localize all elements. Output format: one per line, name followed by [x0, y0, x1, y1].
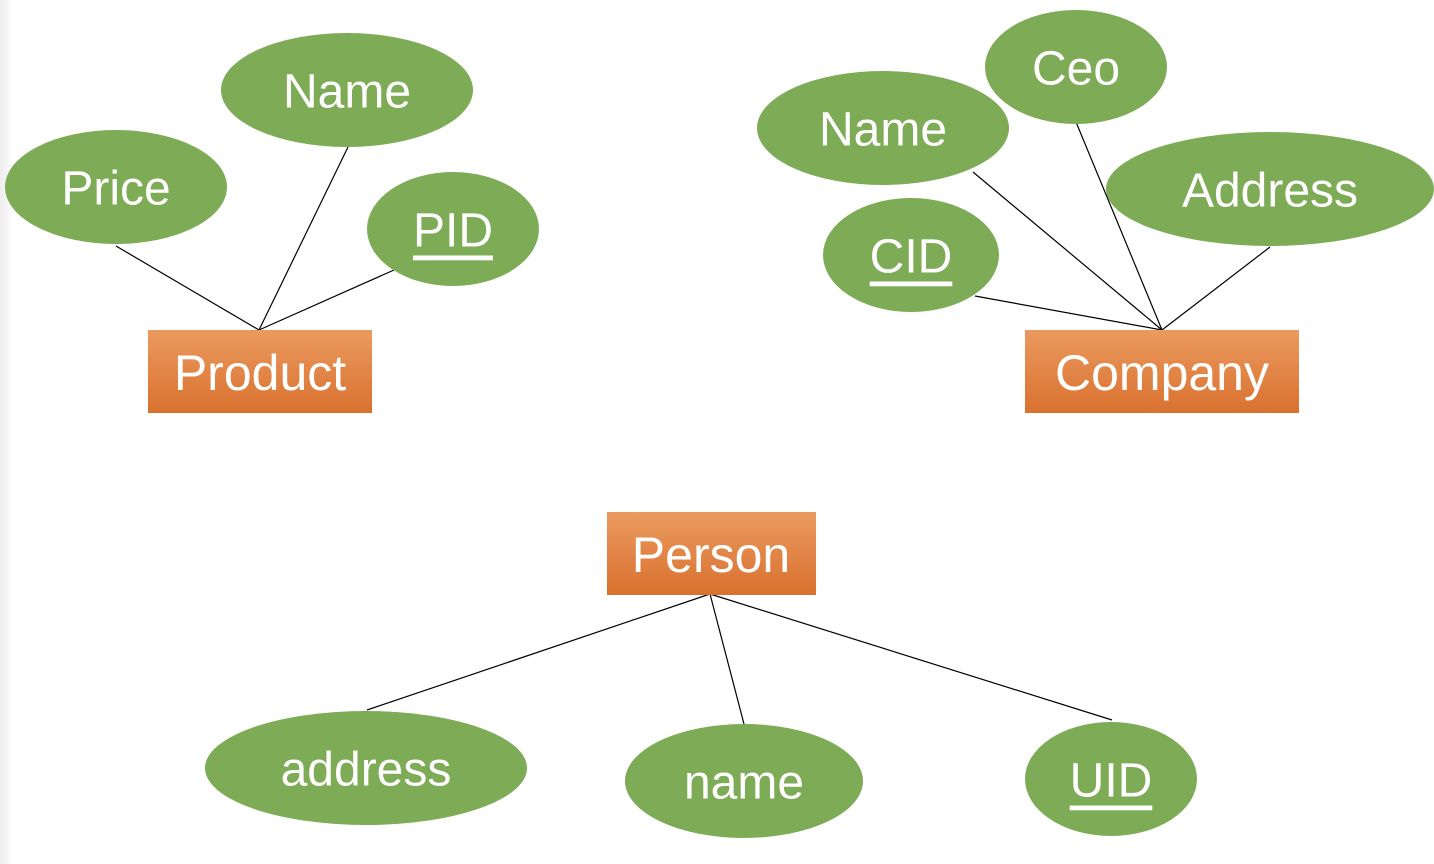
connector-company-ceo	[1075, 121, 1163, 331]
entity-company: Company	[1025, 330, 1299, 413]
connector-company-name	[972, 171, 1163, 331]
attribute-product-price: Price	[5, 130, 227, 244]
connectors	[115, 121, 1271, 725]
attribute-label: Address	[1182, 165, 1358, 218]
attribute-label: name	[684, 757, 804, 810]
person-group: Person address name UID	[205, 512, 1197, 838]
product-group: Price Name PID Product	[5, 33, 539, 413]
attribute-company-ceo: Ceo	[985, 10, 1167, 124]
attribute-person-address: address	[205, 711, 527, 825]
attribute-company-address: Address	[1106, 132, 1434, 246]
attribute-company-name: Name	[757, 71, 1009, 185]
key-attribute-label: PID	[413, 205, 493, 258]
attribute-label: Ceo	[1032, 43, 1120, 96]
attribute-product-pid: PID	[367, 172, 539, 286]
attribute-label: Price	[61, 163, 170, 216]
connector-person-address	[366, 593, 711, 711]
connector-company-cid	[974, 295, 1163, 331]
attribute-person-name: name	[625, 724, 863, 838]
entity-label: Product	[174, 345, 346, 401]
attribute-label: address	[281, 744, 452, 797]
entity-label: Person	[632, 527, 790, 583]
key-attribute-label: CID	[870, 231, 953, 284]
attribute-company-cid: CID	[823, 198, 999, 312]
company-group: Name Ceo Address CID Company	[757, 10, 1434, 413]
attribute-label: Name	[283, 66, 411, 119]
connector-person-uid	[709, 593, 1113, 721]
connector-company-address	[1161, 246, 1271, 331]
entity-label: Company	[1055, 345, 1269, 401]
attribute-product-name: Name	[221, 33, 473, 147]
attribute-person-uid: UID	[1025, 722, 1197, 836]
connector-product-price	[115, 245, 260, 331]
connector-product-pid	[258, 269, 395, 331]
connector-product-name	[258, 146, 349, 331]
entity-product: Product	[148, 330, 372, 413]
left-edge-shadow	[0, 0, 12, 864]
attribute-label: Name	[819, 104, 947, 157]
entity-person: Person	[607, 512, 816, 595]
connector-person-name	[709, 593, 745, 725]
key-attribute-label: UID	[1070, 755, 1153, 808]
